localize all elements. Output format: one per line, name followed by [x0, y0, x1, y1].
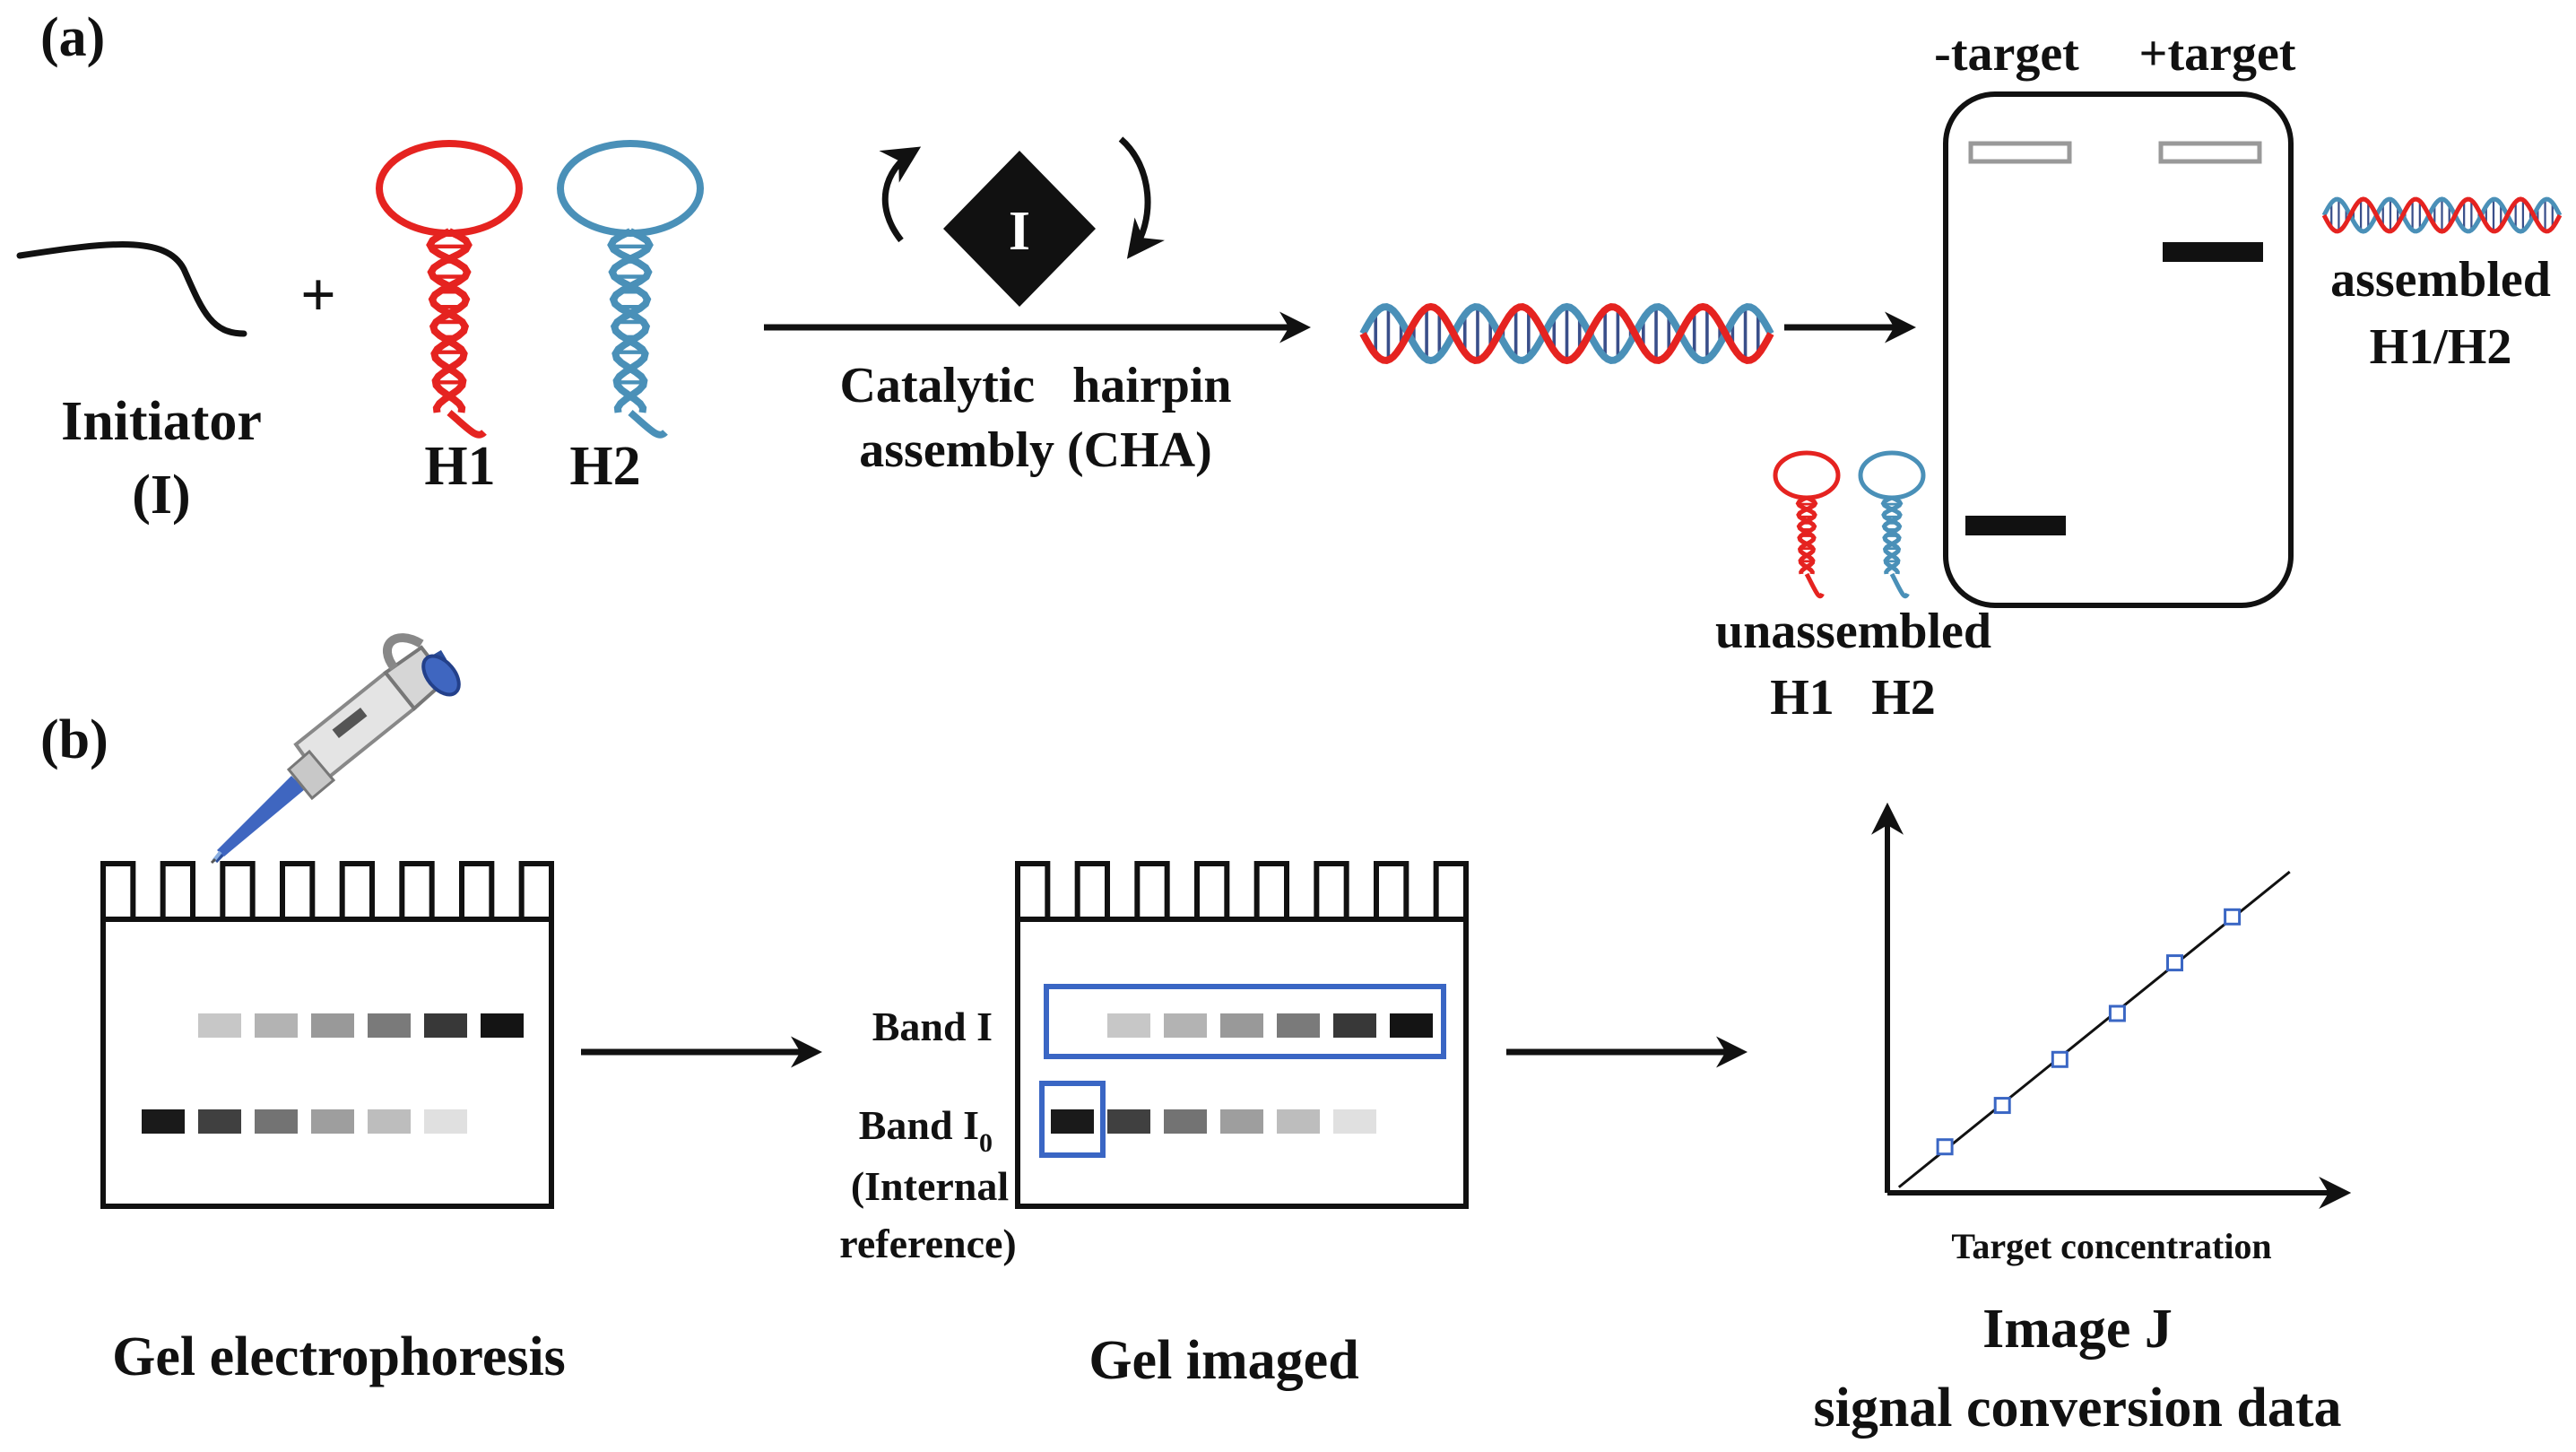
- data-point: [2108, 1004, 2126, 1022]
- x-axis-label: Target concentration: [1951, 1226, 2271, 1266]
- gel-band-upper: [1164, 1013, 1207, 1038]
- gel-band-lower: [198, 1109, 241, 1134]
- internal-reference-line1: (Internal: [851, 1163, 1009, 1209]
- initiator-strand: [16, 241, 247, 337]
- gel-band-lower: [368, 1109, 411, 1134]
- data-point: [2051, 1050, 2069, 1068]
- gel-a-band-assembled: [2163, 242, 2263, 262]
- initiator-symbol: (I): [132, 465, 190, 526]
- gel-band-upper: [311, 1013, 354, 1038]
- gel-a-well-minus: [1968, 141, 2072, 164]
- gel-a-outline: [1943, 91, 2294, 608]
- h2-label: H2: [569, 436, 640, 497]
- assembled-h1h2-label: H1/H2: [2370, 319, 2512, 375]
- catalyst-diamond: [943, 151, 1096, 307]
- gel-band-lower: [1164, 1109, 1207, 1134]
- band-i0-text: Band I: [859, 1102, 979, 1148]
- data-point: [2166, 954, 2184, 972]
- gel-band-lower: [424, 1109, 467, 1134]
- h1-hairpin-small-icon: [1773, 450, 1841, 599]
- band-i0-subscript: 0: [979, 1128, 993, 1158]
- cha-label-line2: assembly (CHA): [859, 422, 1212, 478]
- assembled-label: assembled: [2330, 252, 2551, 308]
- gel-band-lower: [1333, 1109, 1376, 1134]
- gel-band-upper: [368, 1013, 411, 1038]
- data-point: [1993, 1097, 2011, 1115]
- panel-a-label: (a): [40, 7, 105, 68]
- gel-band-upper: [198, 1013, 241, 1038]
- gel-b2-bands: [1051, 1013, 1433, 1134]
- gel-a-band-unassembled: [1965, 516, 2066, 535]
- data-point: [2224, 908, 2242, 926]
- gel-electrophoresis-label: Gel electrophoresis: [112, 1326, 566, 1387]
- data-point: [1936, 1138, 1954, 1156]
- gel-band-lower: [1107, 1109, 1150, 1134]
- gel-band-lower: [142, 1109, 185, 1134]
- catalyst-label: I: [1009, 201, 1030, 262]
- cha-label-line1: Catalytic hairpin: [839, 358, 1231, 413]
- gel-band-upper: [1390, 1013, 1433, 1038]
- cycle-arrow-right: [1118, 136, 1166, 259]
- gel-band-lower: [1051, 1109, 1094, 1134]
- calibration-chart: [1871, 802, 2352, 1209]
- gel-band-upper: [1333, 1013, 1376, 1038]
- dna-duplex-icon: [1359, 302, 1774, 365]
- gel-band-upper: [1277, 1013, 1320, 1038]
- plus-target-label: +target: [2139, 26, 2296, 82]
- gel-band-lower: [311, 1109, 354, 1134]
- gel-b2-outline: [1015, 861, 1469, 1209]
- h1-label: H1: [424, 436, 495, 497]
- signal-conversion-label: signal conversion data: [1813, 1378, 2341, 1439]
- minus-target-label: -target: [1934, 26, 2079, 82]
- unassembled-h1-label: H1: [1770, 670, 1834, 726]
- unassembled-label: unassembled: [1715, 604, 1991, 659]
- gel-band-upper: [1107, 1013, 1150, 1038]
- plus-sign: +: [300, 261, 336, 330]
- gel-band-lower: [255, 1109, 298, 1134]
- gel-band-upper: [424, 1013, 467, 1038]
- gel-b1-outline: [100, 861, 554, 1209]
- dna-duplex-small-icon: [2321, 196, 2563, 234]
- gel-band-upper: [255, 1013, 298, 1038]
- gel-band-lower: [1220, 1109, 1263, 1134]
- gel-band-upper: [481, 1013, 524, 1038]
- gel-a-well-plus: [2158, 141, 2262, 164]
- initiator-label: Initiator: [61, 391, 262, 452]
- h2-hairpin-small-icon: [1858, 450, 1926, 599]
- pipette-icon: [210, 633, 461, 865]
- internal-reference-line2: reference): [839, 1221, 1016, 1266]
- cycle-arrow-left: [879, 146, 922, 243]
- gel-band-upper: [1220, 1013, 1263, 1038]
- h2-hairpin-icon: [557, 140, 704, 439]
- h1-hairpin-icon: [376, 140, 523, 439]
- unassembled-h2-label: H2: [1871, 670, 1936, 726]
- band-i0-label: Band I0: [859, 1102, 993, 1158]
- gel-b1-bands: [142, 1013, 524, 1134]
- band-i-highlight-box: [1044, 984, 1446, 1059]
- panel-b-label: (b): [40, 709, 108, 770]
- image-j-label: Image J: [1982, 1299, 2173, 1360]
- gel-band-lower: [1277, 1109, 1320, 1134]
- band-i-label: Band I: [872, 1004, 993, 1049]
- gel-imaged-label: Gel imaged: [1089, 1330, 1358, 1391]
- band-i0-highlight-box: [1039, 1081, 1106, 1158]
